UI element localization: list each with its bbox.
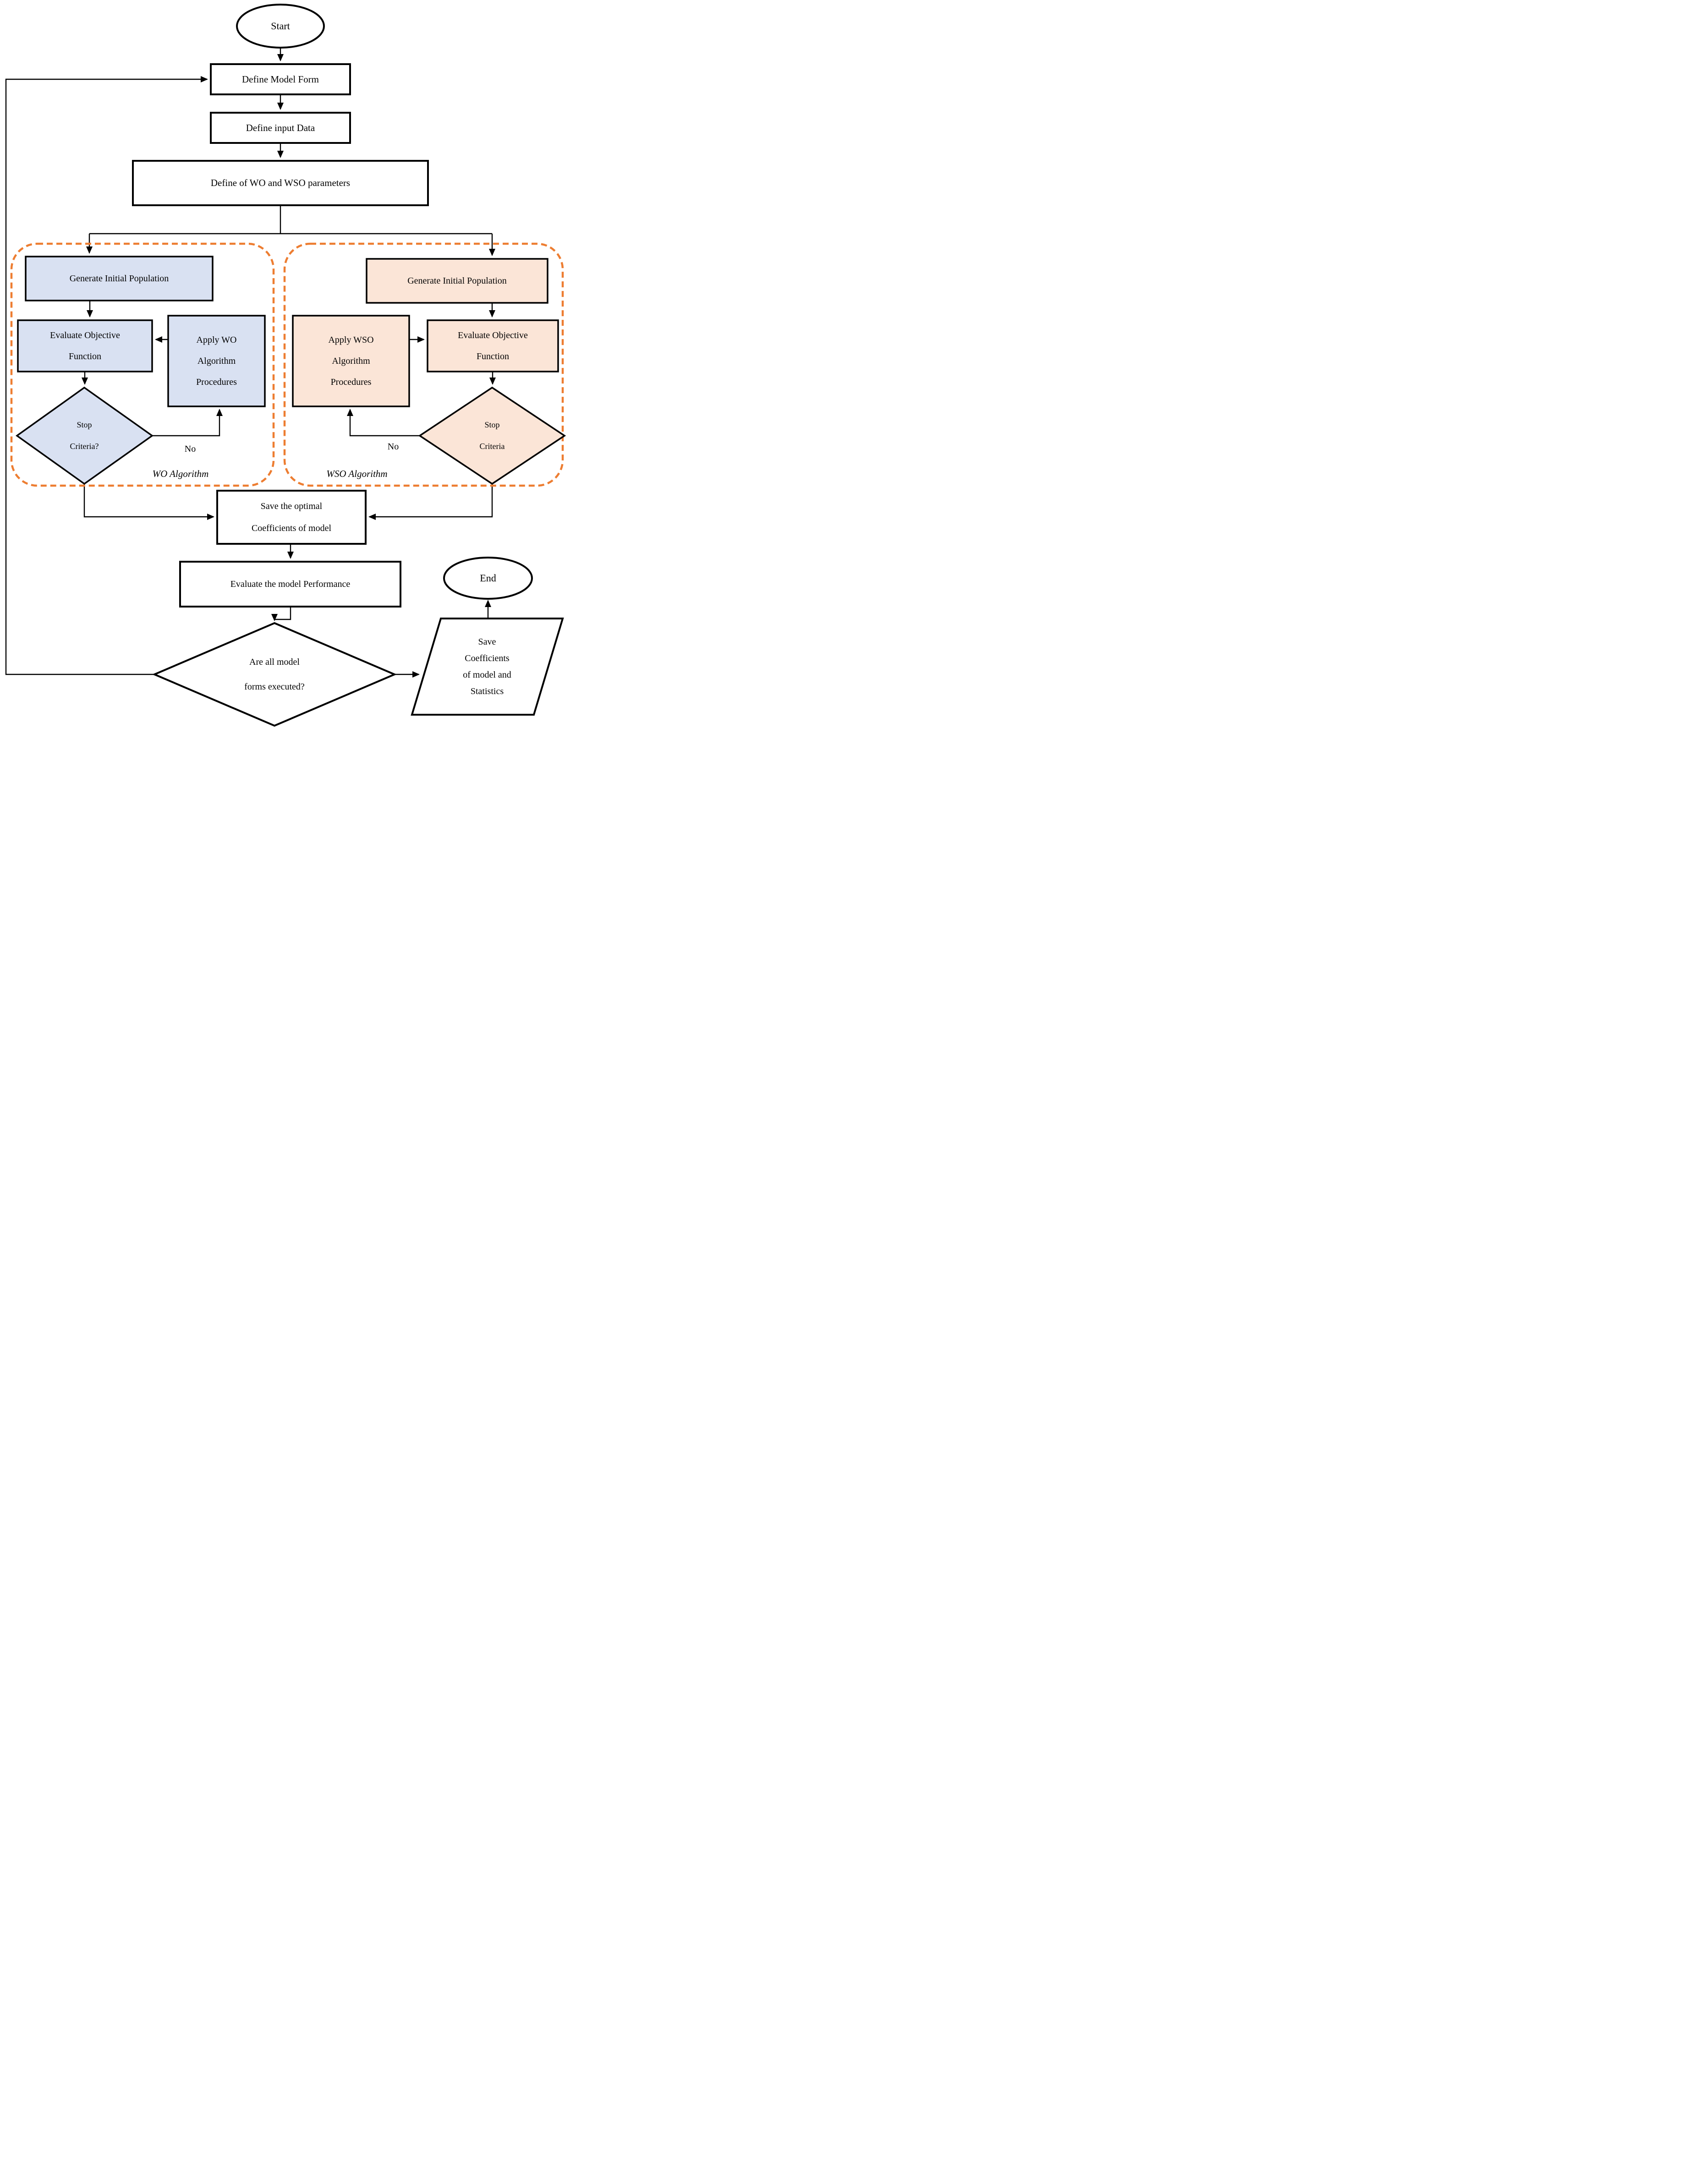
flowchart: Start Define Model Form Define input Dat…: [0, 0, 567, 728]
evaluate-performance-box: [179, 561, 401, 608]
wo-generate-box: [25, 256, 214, 301]
path-wo-no-loop: [152, 409, 223, 437]
save-optimal-box: [216, 490, 367, 545]
path-wo-yes-to-save: [83, 484, 214, 520]
define-input-data-box: [210, 112, 351, 144]
path-performance-to-decision: [271, 607, 291, 621]
path-wso-yes-to-save: [368, 484, 493, 520]
wso-evaluate-box: [427, 319, 559, 372]
all-forms-decision-diamond: [152, 622, 397, 727]
wso-generate-box: [366, 258, 548, 304]
wso-apply-box: [292, 315, 410, 407]
path-wso-no-loop: [347, 409, 420, 437]
start-terminator: [236, 4, 325, 49]
wso-stop-diamond: [418, 386, 566, 485]
wo-evaluate-box: [17, 319, 153, 372]
end-terminator: [443, 557, 533, 600]
path-feedback-loop-to-define-model: [5, 76, 208, 675]
wo-stop-diamond: [15, 386, 154, 485]
define-parameters-box: [132, 160, 429, 206]
flowchart-canvas: [5, 4, 566, 727]
wo-apply-box: [167, 315, 266, 407]
wso-region-box: [283, 242, 564, 487]
save-coefficients-parallelogram: [411, 618, 564, 716]
define-model-form-box: [210, 63, 351, 95]
wo-region-box: [10, 242, 275, 487]
